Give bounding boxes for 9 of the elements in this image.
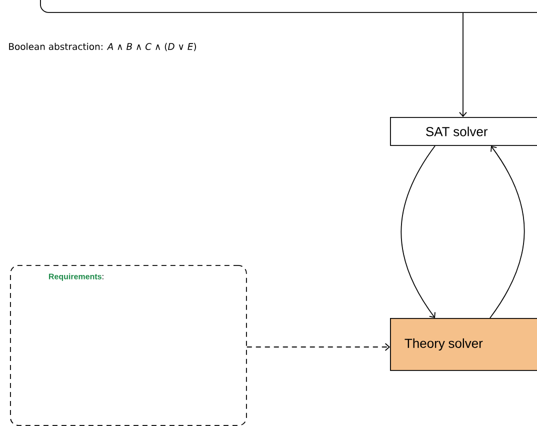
rounded-box: [40, 0, 537, 13]
arrow: [246, 343, 390, 351]
process-box: Theory solver: [390, 318, 537, 371]
arrow: [459, 12, 467, 117]
process-box: SAT solver: [390, 117, 537, 146]
arrow: [490, 146, 525, 318]
dashed-box: Requirements:: [10, 265, 247, 426]
annotation-text: Boolean abstraction: A ∧ B ∧ C ∧ (D ∨ E): [9, 42, 196, 52]
arrow: [400, 145, 436, 318]
